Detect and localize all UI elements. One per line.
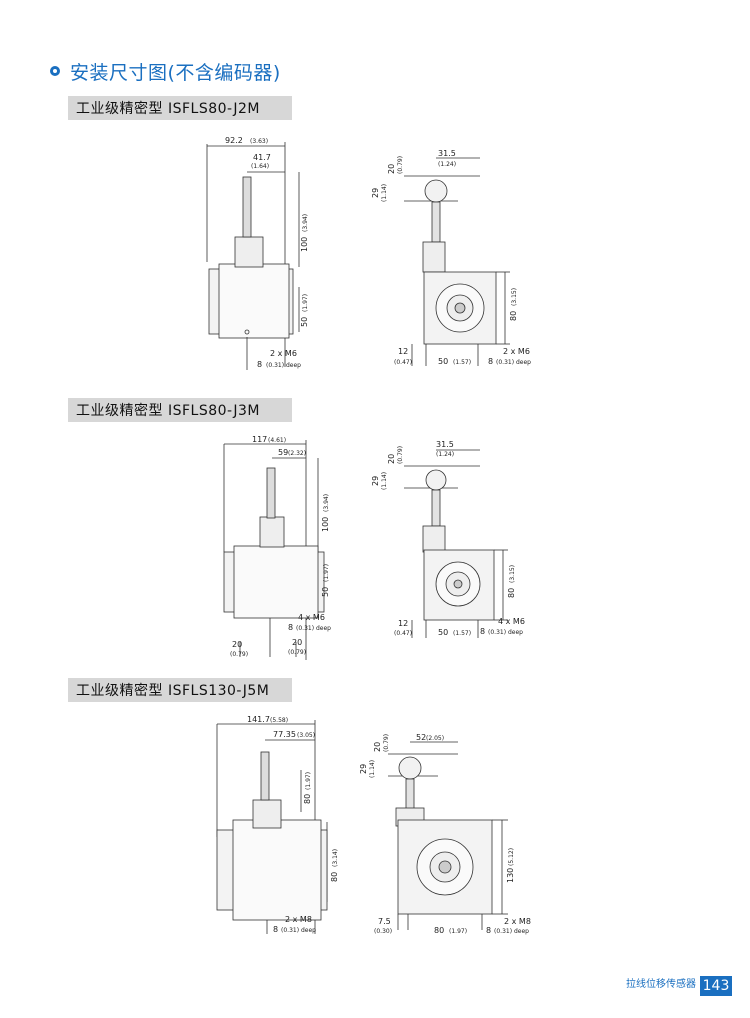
- front-base-1: 50: [438, 357, 448, 366]
- front-left-in-1: (0.47): [394, 359, 412, 366]
- front-base-3: 80: [434, 926, 444, 935]
- front-ring-w-2: 31.5: [436, 440, 454, 449]
- side-bottom-b-2: 20: [292, 638, 302, 647]
- front-body-h-3: 130: [506, 868, 515, 883]
- front-left-in-3: (0.30): [374, 928, 392, 935]
- front-body-h-in-3: (5.12): [508, 848, 515, 866]
- side-thread-3: 2 x M8: [285, 915, 312, 924]
- side-thread-1: 2 x M6: [270, 349, 297, 358]
- bullet-ring-icon: [50, 66, 60, 76]
- side-width-in-2: (4.61): [268, 437, 286, 444]
- side-offset-in-1: (1.64): [251, 163, 269, 170]
- front-base-in-2: (1.57): [453, 630, 471, 637]
- model-title-1: 工业级精密型 ISFLS80-J2M: [68, 96, 292, 120]
- side-height-in-1: (3.94): [302, 214, 309, 232]
- side-width-3: 141.7: [247, 715, 270, 724]
- model-title-3: 工业级精密型 ISFLS130-J5M: [68, 678, 292, 702]
- side-offset-3: 77.35: [273, 730, 296, 739]
- front-base-in-3: (1.97): [449, 928, 467, 935]
- front-ring-h-2: 20: [387, 454, 396, 464]
- side-hole-dist-3: 80: [330, 872, 339, 882]
- front-depth-in-1: (0.31) deep: [496, 359, 531, 366]
- side-hole-dist-2: 50: [321, 587, 330, 597]
- side-height-in-2: (3.94): [323, 494, 330, 512]
- side-offset-in-3: (3.05): [297, 732, 315, 739]
- side-bottom-a-2: 20: [232, 640, 242, 649]
- side-depth-3: 8: [273, 925, 278, 934]
- front-base-2: 50: [438, 628, 448, 637]
- side-height-in-3: (1.97): [305, 772, 312, 790]
- side-height-1: 100: [300, 237, 309, 252]
- front-depth-in-3: (0.31) deep: [494, 928, 529, 935]
- side-bottom-b-in-2: (0.79): [288, 649, 306, 656]
- front-left-2: 12: [398, 619, 408, 628]
- side-depth-2: 8: [288, 623, 293, 632]
- front-left-3: 7.5: [378, 917, 391, 926]
- side-bottom-a-in-2: (0.79): [230, 651, 248, 658]
- front-ring-w-1: 31.5: [438, 149, 456, 158]
- front-body-h-2: 80: [507, 588, 516, 598]
- front-depth-1: 8: [488, 357, 493, 366]
- front-ring-h-in-2: (0.79): [397, 446, 404, 464]
- front-left-1: 12: [398, 347, 408, 356]
- front-ring-w-in-2: (1.24): [436, 451, 454, 458]
- side-depth-in-3: (0.31) deep: [281, 927, 316, 934]
- section-heading: 安装尺寸图(不含编码器): [50, 58, 281, 84]
- front-ring-w-in-3: (2.05): [426, 735, 444, 742]
- page-number: 143: [700, 976, 732, 996]
- front-ring-h-3: 20: [373, 742, 382, 752]
- side-view-drawing-1: 92.2 (3.63) 41.7 (1.64) 2 x M6 8 (0.31) …: [206, 136, 309, 370]
- side-depth-in-2: (0.31) deep: [296, 625, 331, 632]
- front-ring-top-in-2: (1.14): [381, 472, 388, 490]
- side-offset-2: 59: [278, 448, 288, 457]
- front-ring-top-in-3: (1.14): [369, 760, 376, 778]
- side-depth-1: 8: [257, 360, 262, 369]
- side-view-drawing-2: 117 (4.61) 59 (2.32) 4 x M6 8 (0.31) dee…: [223, 435, 331, 660]
- model-title-2: 工业级精密型 ISFLS80-J3M: [68, 398, 292, 422]
- side-hole-dist-1: 50: [300, 317, 309, 327]
- side-view-drawing-3: 141.7 (5.58) 77.35 (3.05) 2 x M8 8 (0.31…: [216, 715, 339, 934]
- side-offset-1: 41.7: [253, 153, 271, 162]
- side-height-2: 100: [321, 517, 330, 532]
- front-ring-top-1: 29: [371, 188, 380, 198]
- front-ring-w-3: 52: [416, 733, 426, 742]
- front-thread-1: 2 x M6: [503, 347, 530, 356]
- front-view-drawing-2: 31.5 (1.24) 20 (0.79) 29 (1.14) 80 (3.15…: [371, 440, 525, 638]
- front-base-in-1: (1.57): [453, 359, 471, 366]
- front-ring-h-in-3: (0.79): [383, 734, 390, 752]
- front-thread-3: 2 x M8: [504, 917, 531, 926]
- front-body-h-in-2: (3.15): [509, 565, 516, 583]
- footer-category: 拉线位移传感器: [626, 979, 696, 990]
- side-width-in-1: (3.63): [250, 138, 268, 145]
- front-ring-top-3: 29: [359, 764, 368, 774]
- section-title: 安装尺寸图(不含编码器): [70, 61, 281, 84]
- side-width-in-3: (5.58): [270, 717, 288, 724]
- front-view-drawing-3: 52 (2.05) 20 (0.79) 29 (1.14) 130 (5.12)…: [359, 733, 531, 935]
- side-thread-2: 4 x M6: [298, 613, 325, 622]
- front-left-in-2: (0.47): [394, 630, 412, 637]
- side-height-3: 80: [303, 794, 312, 804]
- side-hole-dist-in-3: (3.14): [332, 849, 339, 867]
- side-offset-in-2: (2.32): [288, 450, 306, 457]
- front-depth-in-2: (0.31) deep: [488, 629, 523, 636]
- front-ring-w-in-1: (1.24): [438, 161, 456, 168]
- side-width-2: 117: [252, 435, 267, 444]
- front-depth-3: 8: [486, 926, 491, 935]
- front-body-h-in-1: (3.15): [511, 288, 518, 306]
- side-depth-in-1: (0.31) deep: [266, 362, 301, 369]
- front-thread-2: 4 x M6: [498, 617, 525, 626]
- front-ring-h-in-1: (0.79): [397, 156, 404, 174]
- side-hole-dist-in-2: (1.97): [323, 564, 330, 582]
- front-ring-h-1: 20: [387, 164, 396, 174]
- side-hole-dist-in-1: (1.97): [302, 294, 309, 312]
- front-view-drawing-1: 31.5 (1.24) 20 (0.79) 29 (1.14) 80 (3.15…: [371, 149, 531, 366]
- front-depth-2: 8: [480, 627, 485, 636]
- front-body-h-1: 80: [509, 311, 518, 321]
- side-width-1: 92.2: [225, 136, 243, 145]
- front-ring-top-2: 29: [371, 476, 380, 486]
- front-ring-top-in-1: (1.14): [381, 184, 388, 202]
